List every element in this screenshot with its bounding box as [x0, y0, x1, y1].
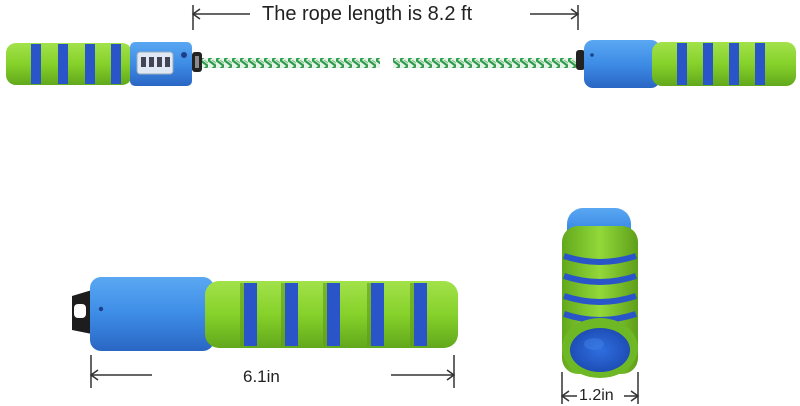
handle-length-label: 6.1in	[243, 367, 280, 386]
handle-side-view	[72, 277, 458, 351]
handle-diameter-dimension	[560, 372, 640, 404]
counter-display-icon	[136, 51, 187, 75]
rope-length-label: The rope length is 8.2 ft	[262, 3, 473, 25]
rope-clip-icon	[192, 52, 202, 72]
handle-end-view	[562, 208, 638, 378]
rope-right-segment	[393, 58, 576, 68]
rope-left-segment	[202, 58, 380, 68]
top-left-handle	[6, 42, 202, 86]
handle-length-dimension	[89, 355, 456, 388]
handle-diameter-label: 1.2in	[578, 387, 615, 405]
rope-length-dimension	[191, 5, 580, 30]
top-right-handle	[576, 40, 796, 88]
